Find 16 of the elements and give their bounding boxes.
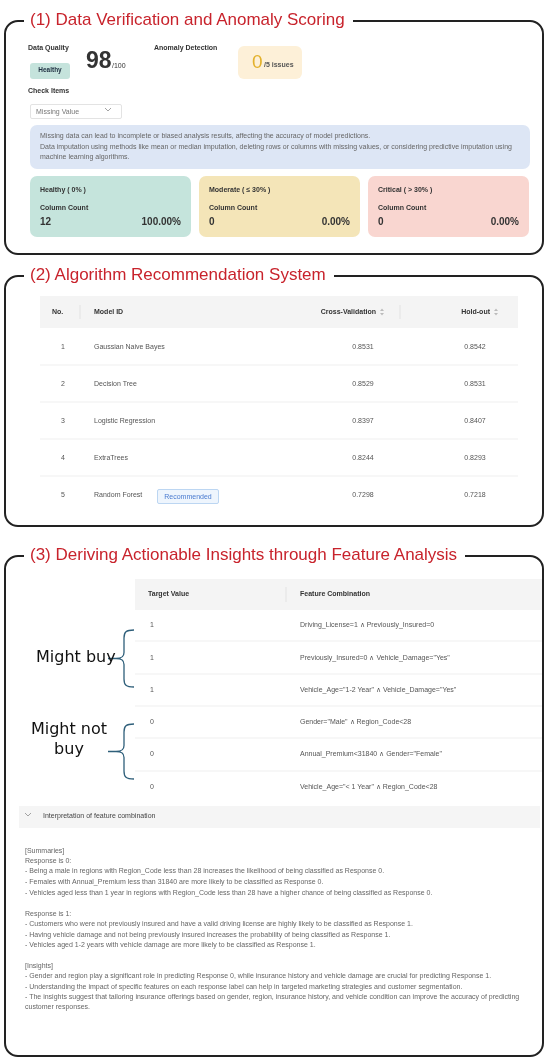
column-count: 0 xyxy=(378,216,384,227)
percentage: 100.00% xyxy=(141,216,181,227)
group-label: Might not buy xyxy=(29,719,109,759)
column-count: 12 xyxy=(40,216,52,227)
info-panel xyxy=(30,125,530,169)
status-card xyxy=(199,176,360,237)
status-card xyxy=(368,176,529,237)
percentage: 0.00% xyxy=(490,216,519,227)
quality-score: 98 xyxy=(86,47,112,73)
column-count: 0 xyxy=(209,216,215,227)
status-card xyxy=(30,176,191,237)
group-label: Might buy xyxy=(36,647,116,667)
status-badge xyxy=(30,63,70,79)
percentage: 0.00% xyxy=(321,216,350,227)
issue-count: 0 xyxy=(252,51,263,73)
issues-card xyxy=(238,46,302,79)
